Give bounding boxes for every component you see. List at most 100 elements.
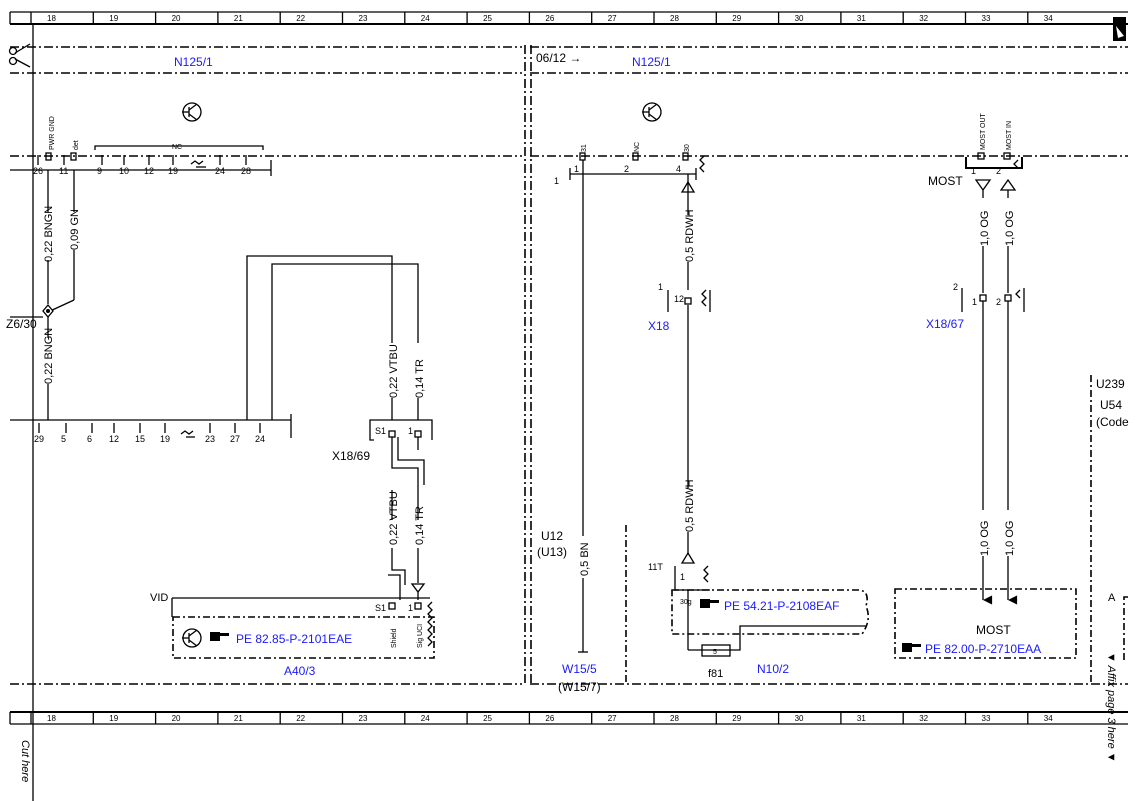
n10-2-label: N10/2 bbox=[757, 662, 789, 676]
fuse-label-f81: f81 bbox=[708, 668, 723, 680]
right-top-connector: 31 NC 30 1 1 2 4 bbox=[554, 142, 705, 186]
x18-67-outer: 2 bbox=[953, 282, 958, 292]
most-pin-1: 1 bbox=[971, 166, 976, 176]
most-component-box bbox=[894, 588, 1077, 659]
right-pin-1: 1 bbox=[574, 164, 579, 174]
bottom-grid-cell-18: 18 bbox=[47, 714, 56, 723]
cut-here-label: Cut here bbox=[19, 740, 31, 782]
wire-label-1-0-og-a: 1,0 OG bbox=[979, 211, 991, 246]
top-grid-cell-29: 29 bbox=[732, 14, 741, 23]
left-top-pin-28: 28 bbox=[241, 166, 251, 176]
left-top-pin-9: 9 bbox=[97, 166, 102, 176]
left-bottom-pin-15: 15 bbox=[135, 434, 145, 444]
vid-label: VID bbox=[150, 592, 168, 604]
left-bottom-pin-27: 27 bbox=[230, 434, 240, 444]
left-bottom-pin-24: 24 bbox=[255, 434, 265, 444]
top-grid-cell-28: 28 bbox=[670, 14, 679, 23]
top-grid-cell-24: 24 bbox=[421, 14, 430, 23]
bottom-grid-cell-32: 32 bbox=[919, 714, 928, 723]
bottom-grid-cell-22: 22 bbox=[296, 714, 305, 723]
x18-67-label: X18/67 bbox=[926, 317, 964, 331]
pointing-hand-icon bbox=[902, 643, 921, 652]
wire-label-0-22-bngn-a: 0,22 BNGN bbox=[43, 206, 55, 262]
n10-2-pin-1: 1 bbox=[680, 572, 685, 582]
wire-label-1-0-og-c: 1,0 OG bbox=[979, 521, 991, 556]
top-grid-cell-22: 22 bbox=[296, 14, 305, 23]
right-pin-2: 2 bbox=[624, 164, 629, 174]
bottom-grid-cell-27: 27 bbox=[608, 714, 617, 723]
pointing-hand-icon bbox=[700, 599, 719, 608]
left-top-pin-12: 12 bbox=[144, 166, 154, 176]
a40-3-pin-1: 1 bbox=[408, 603, 413, 613]
top-grid-cell-32: 32 bbox=[919, 14, 928, 23]
bottom-grid-cell-23: 23 bbox=[359, 714, 368, 723]
connector-x18: 1 12 bbox=[658, 282, 711, 312]
bottom-grid-cell-31: 31 bbox=[857, 714, 866, 723]
a40-3-pin-s1: S1 bbox=[375, 603, 386, 613]
wire-label-0-14-tr-top: 0,14 TR bbox=[414, 359, 426, 398]
page-ref-06-12[interactable]: 06/12 → bbox=[536, 51, 581, 65]
top-grid-cell-27: 27 bbox=[608, 14, 617, 23]
n125-1-left-label: N125/1 bbox=[174, 55, 213, 69]
bottom-grid-cell-29: 29 bbox=[732, 714, 741, 723]
wire-label-0-5-rdwh-bottom: 0,5 RDWH bbox=[684, 479, 696, 532]
transistor-icon bbox=[182, 102, 202, 122]
a-label: A bbox=[1108, 592, 1116, 604]
connector-x18-69: S1 1 bbox=[369, 419, 433, 441]
wire-label-0-14-tr-bottom: 0,14 TR bbox=[414, 506, 426, 545]
nc-label: NC bbox=[172, 144, 182, 151]
connector-x18-67: 2 1 2 bbox=[953, 282, 1025, 312]
left-bottom-pin-5: 5 bbox=[61, 434, 66, 444]
pin-tag-31: 31 bbox=[581, 144, 588, 152]
most-label: MOST bbox=[928, 174, 963, 188]
top-grid-cell-25: 25 bbox=[483, 14, 492, 23]
bottom-grid-cell-30: 30 bbox=[795, 714, 804, 723]
top-grid-cell-20: 20 bbox=[172, 14, 181, 23]
left-bottom-pin-6: 6 bbox=[87, 434, 92, 444]
left-bottom-pin-29: 29 bbox=[34, 434, 44, 444]
splice-label-z6-30: Z6/30 bbox=[6, 317, 37, 331]
top-grid-cell-34: 34 bbox=[1044, 14, 1053, 23]
wire-label-0-22-bngn-b: 0,22 BNGN bbox=[43, 328, 55, 384]
pe-ref-n10-2-link[interactable]: PE 54.21-P-2108EAF bbox=[724, 599, 839, 613]
top-grid-cell-23: 23 bbox=[359, 14, 368, 23]
wire-label-0-5-bn: 0,5 BN bbox=[579, 542, 591, 576]
bottom-grid-cell-19: 19 bbox=[109, 714, 118, 723]
x18-69-pin-1: 1 bbox=[408, 426, 413, 436]
scissors-icon bbox=[8, 43, 31, 68]
x18-67-pin-2: 2 bbox=[996, 297, 1001, 307]
top-grid-cell-30: 30 bbox=[795, 14, 804, 23]
pwr-gnd-label: PWR GND bbox=[49, 116, 56, 150]
most-connector: MOST OUT MOST IN 1 2 bbox=[965, 112, 1023, 176]
pointing-hand-icon bbox=[210, 632, 229, 641]
wire-label-0-09-gn: 0,09 GN bbox=[69, 209, 81, 250]
bottom-grid-cell-28: 28 bbox=[670, 714, 679, 723]
top-grid-cell-18: 18 bbox=[47, 14, 56, 23]
most-in-label: MOST IN bbox=[1006, 121, 1013, 150]
pe-ref-most-link[interactable]: PE 82.00-P-2710EAA bbox=[925, 642, 1041, 656]
x18-69-label: X18/69 bbox=[332, 449, 370, 463]
wire-label-0-22-vtbu-top: 0,22 VTBU bbox=[388, 344, 400, 398]
left-top-pin-26: 26 bbox=[33, 166, 43, 176]
left-bottom-pin-19: 19 bbox=[160, 434, 170, 444]
bottom-grid-cell-26: 26 bbox=[545, 714, 554, 723]
affix-page-label: ▼ Affix page 3 here ▼ bbox=[1105, 652, 1117, 763]
pe-ref-a40-3-link[interactable]: PE 82.85-P-2101EAE bbox=[236, 632, 352, 646]
top-grid-cell-33: 33 bbox=[982, 14, 991, 23]
top-grid-cell-26: 26 bbox=[545, 14, 554, 23]
x18-67-pin-1: 1 bbox=[972, 297, 977, 307]
u13-label: (U13) bbox=[537, 545, 567, 559]
n10-2-component-box: 30g 5 bbox=[671, 589, 870, 657]
most-pin-2: 2 bbox=[996, 166, 1001, 176]
u12-label: U12 bbox=[541, 529, 563, 543]
bottom-grid-cell-34: 34 bbox=[1044, 714, 1053, 723]
left-top-pin-24: 24 bbox=[215, 166, 225, 176]
x18-pin-outer: 1 bbox=[658, 282, 663, 292]
x18-label: X18 bbox=[648, 319, 670, 333]
corner-badge-icon bbox=[1113, 17, 1126, 41]
transistor-icon bbox=[642, 102, 662, 122]
